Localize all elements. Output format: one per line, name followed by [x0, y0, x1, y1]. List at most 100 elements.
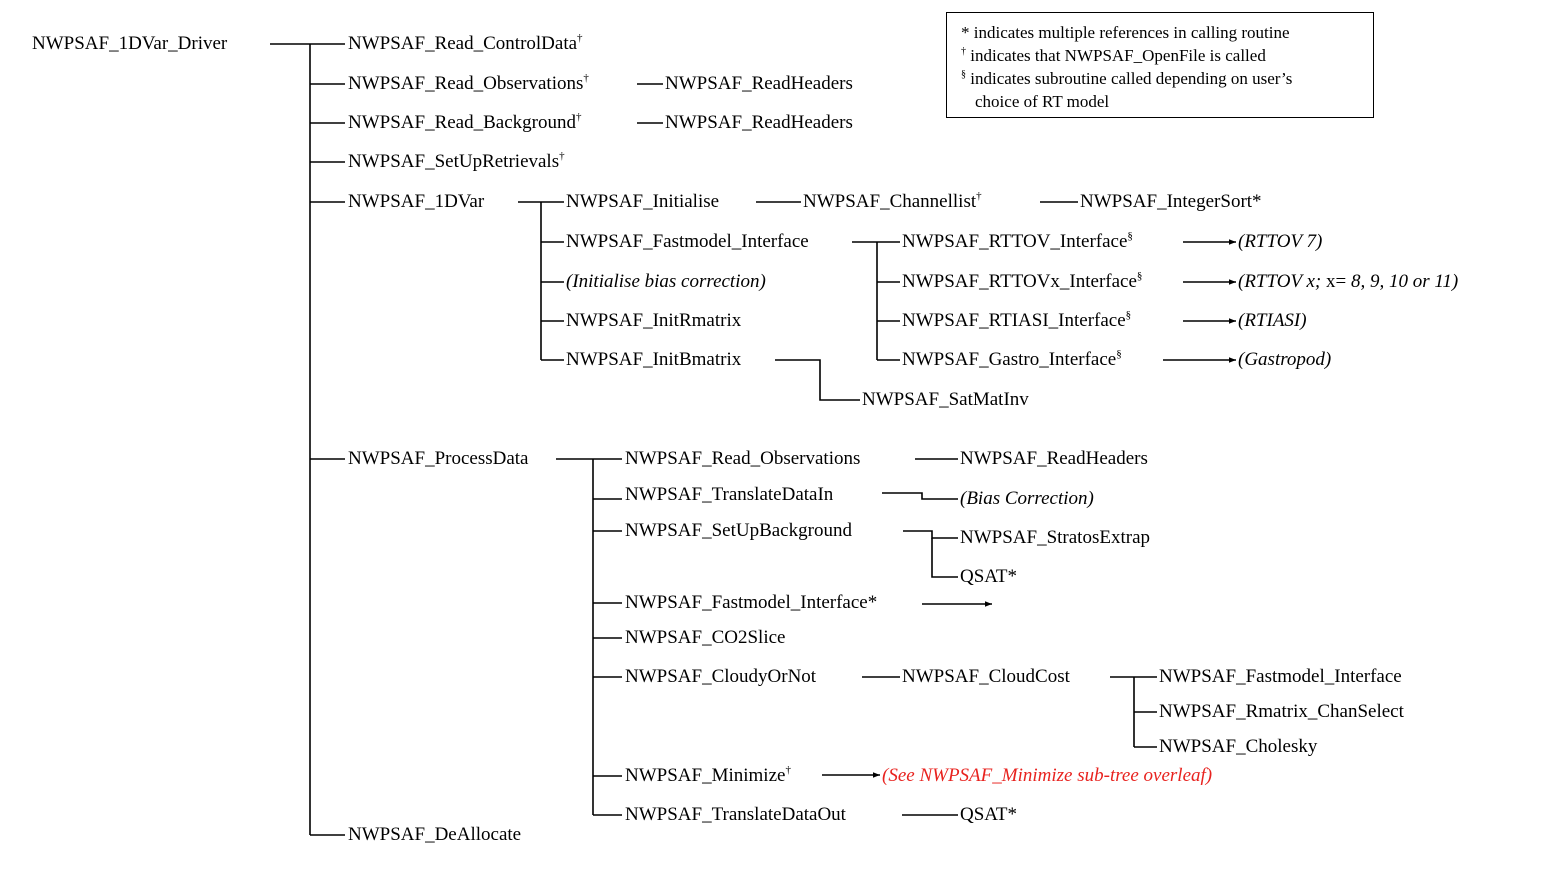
legend-text: indicates subroutine called depending on… [966, 69, 1293, 88]
node-label: NWPSAF_SetUpBackground [625, 520, 852, 541]
node-read-observations: NWPSAF_Read_Observations† [348, 73, 589, 95]
node-label: (See NWPSAF_Minimize sub-tree overleaf) [882, 765, 1213, 786]
legend-box: * indicates multiple references in calli… [946, 12, 1374, 118]
node-label: NWPSAF_1DVar [348, 191, 485, 212]
node-label: NWPSAF_Cholesky [1159, 736, 1318, 757]
node-initbmatrix: NWPSAF_InitBmatrix [566, 349, 741, 371]
dagger-mark: † [583, 72, 589, 84]
node-label: 8, 9, 10 or 11) [1350, 271, 1459, 292]
node-cholesky: NWPSAF_Cholesky [1159, 736, 1317, 758]
node-label: NWPSAF_StratosExtrap [960, 527, 1150, 548]
node-label: NWPSAF_ProcessData [348, 448, 529, 469]
node-initialise: NWPSAF_Initialise [566, 191, 719, 213]
node-read-background: NWPSAF_Read_Background† [348, 112, 581, 134]
legend-line-multiple-references: * indicates multiple references in calli… [961, 21, 1373, 44]
node-label: NWPSAF_CO2Slice [625, 627, 786, 648]
node-cloudcost: NWPSAF_CloudCost [902, 666, 1070, 688]
node-read-controldata: NWPSAF_Read_ControlData† [348, 33, 583, 55]
node-qsat: QSAT* [960, 804, 1017, 826]
legend-text: indicates that NWPSAF_OpenFile is called [966, 46, 1266, 65]
node-gastropod: (Gastropod) [1238, 349, 1331, 371]
section-mark: § [1116, 348, 1122, 360]
minimize-subtree-note: (See NWPSAF_Minimize sub-tree overleaf) [882, 765, 1212, 787]
node-label: (RTIASI) [1238, 310, 1307, 331]
legend-text: choice of RT model [975, 92, 1110, 111]
node-label: (Gastropod) [1238, 349, 1332, 370]
node-driver: NWPSAF_1DVar_Driver [32, 33, 227, 55]
node-stratosextrap: NWPSAF_StratosExtrap [960, 527, 1150, 549]
dagger-mark: † [785, 764, 791, 776]
node-label: NWPSAF_Rmatrix_ChanSelect [1159, 701, 1404, 722]
node-1dvar: NWPSAF_1DVar [348, 191, 484, 213]
section-mark: § [1125, 309, 1132, 321]
node-label: NWPSAF_Read_Observations [348, 73, 584, 94]
legend-text: * indicates multiple references in calli… [961, 23, 1290, 42]
node-minimize: NWPSAF_Minimize† [625, 765, 791, 787]
node-label: x= [1325, 271, 1347, 292]
node-label: NWPSAF_Fastmodel_Interface [1159, 666, 1402, 687]
node-label: NWPSAF_Fastmodel_Interface [566, 231, 809, 252]
node-label: NWPSAF_1DVar_Driver [32, 33, 228, 54]
node-label: NWPSAF_RTTOVx_Interface [902, 271, 1137, 292]
node-deallocate: NWPSAF_DeAllocate [348, 824, 521, 846]
node-readheaders: NWPSAF_ReadHeaders [665, 112, 853, 134]
node-satmatinv: NWPSAF_SatMatInv [862, 389, 1029, 411]
node-label: NWPSAF_Minimize [625, 765, 786, 786]
section-mark: § [1127, 230, 1133, 242]
node-setupbackground: NWPSAF_SetUpBackground [625, 520, 852, 542]
node-rttov-interface: NWPSAF_RTTOV_Interface§ [902, 231, 1133, 253]
node-label: NWPSAF_TranslateDataIn [625, 484, 834, 505]
node-qsat: QSAT* [960, 566, 1017, 588]
node-label: NWPSAF_Initialise [566, 191, 720, 212]
node-label: (Initialise bias correction) [566, 271, 766, 292]
dagger-mark: † [575, 111, 582, 123]
node-label: NWPSAF_Channellist [803, 191, 977, 212]
node-bias-correction: (Bias Correction) [960, 488, 1094, 510]
node-rttov7: (RTTOV 7) [1238, 231, 1322, 253]
node-label: NWPSAF_Read_ControlData [348, 33, 578, 54]
node-pd-read-observations: NWPSAF_Read_Observations [625, 448, 860, 470]
node-processdata: NWPSAF_ProcessData [348, 448, 529, 470]
node-label: (RTTOV 7) [1238, 231, 1323, 252]
node-label: NWPSAF_Fastmodel_Interface* [625, 592, 878, 613]
node-label: NWPSAF_IntegerSort* [1080, 191, 1262, 212]
node-label: NWPSAF_SetUpRetrievals [348, 151, 560, 172]
section-mark: § [961, 69, 966, 80]
dagger-mark: † [961, 46, 966, 57]
legend-line-rt-model: § indicates subroutine called depending … [961, 67, 1373, 90]
node-fastmodel-interface: NWPSAF_Fastmodel_Interface [566, 231, 809, 253]
node-initialise-bias-correction: (Initialise bias correction) [566, 271, 766, 293]
node-rtiasi: (RTIASI) [1238, 310, 1307, 332]
node-label: NWPSAF_Read_Background [348, 112, 576, 133]
node-label: NWPSAF_DeAllocate [348, 824, 522, 845]
node-rttovx: (RTTOV x; x= 8, 9, 10 or 11) [1238, 271, 1458, 293]
node-label: QSAT* [960, 804, 1018, 825]
node-label: NWPSAF_Gastro_Interface [902, 349, 1117, 370]
node-gastro-interface: NWPSAF_Gastro_Interface§ [902, 349, 1122, 371]
node-label: NWPSAF_ReadHeaders [960, 448, 1148, 469]
section-mark: § [1136, 270, 1143, 282]
legend-line-rt-choice: choice of RT model [961, 90, 1373, 113]
node-translatedatain: NWPSAF_TranslateDataIn [625, 484, 833, 506]
node-label: NWPSAF_ReadHeaders [665, 73, 853, 94]
node-label: NWPSAF_Read_Observations [625, 448, 861, 469]
node-channellist: NWPSAF_Channellist† [803, 191, 982, 213]
node-rttovx-interface: NWPSAF_RTTOVx_Interface§ [902, 271, 1142, 293]
node-label: NWPSAF_InitRmatrix [566, 310, 742, 331]
dagger-mark: † [577, 32, 583, 44]
node-initrmatrix: NWPSAF_InitRmatrix [566, 310, 741, 332]
node-co2slice: NWPSAF_CO2Slice [625, 627, 785, 649]
dagger-mark: † [559, 150, 565, 162]
node-fastmodel-interface-ref: NWPSAF_Fastmodel_Interface* [625, 592, 877, 614]
dagger-mark: † [976, 190, 982, 202]
node-label: NWPSAF_RTTOV_Interface [902, 231, 1128, 252]
node-label: QSAT* [960, 566, 1018, 587]
node-label: NWPSAF_InitBmatrix [566, 349, 742, 370]
node-integersort: NWPSAF_IntegerSort* [1080, 191, 1262, 213]
node-readheaders: NWPSAF_ReadHeaders [665, 73, 853, 95]
legend-line-openfile: † indicates that NWPSAF_OpenFile is call… [961, 44, 1373, 67]
node-label: (RTTOV x; [1238, 271, 1322, 292]
node-translatedataout: NWPSAF_TranslateDataOut [625, 804, 846, 826]
node-rmatrix-chanselect: NWPSAF_Rmatrix_ChanSelect [1159, 701, 1404, 723]
